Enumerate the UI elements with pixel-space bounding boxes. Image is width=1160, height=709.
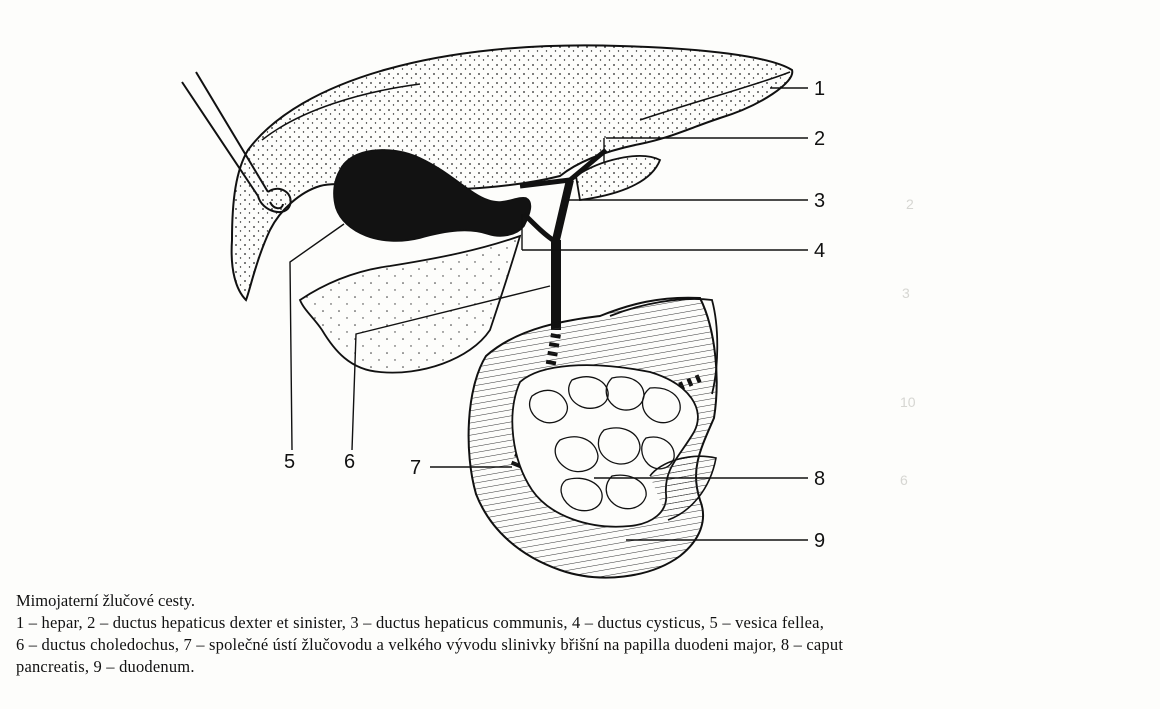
label-1: 1 bbox=[814, 78, 825, 100]
caption-line-3: pancreatis, 9 – duodenum. bbox=[16, 656, 1146, 678]
caption-line-2: 6 – ductus choledochus, 7 – společné úst… bbox=[16, 634, 1146, 656]
label-8: 8 bbox=[814, 468, 825, 490]
label-6: 6 bbox=[344, 451, 355, 473]
label-2: 2 bbox=[814, 128, 825, 150]
label-5: 5 bbox=[284, 451, 295, 473]
caption-line-1: 1 – hepar, 2 – ductus hepaticus dexter e… bbox=[16, 612, 1146, 634]
label-9: 9 bbox=[814, 530, 825, 552]
label-7: 7 bbox=[410, 457, 421, 479]
label-4: 4 bbox=[814, 240, 825, 262]
label-3: 3 bbox=[814, 190, 825, 212]
biliary-tract-illustration: 1 2 3 4 5 6 7 8 9 bbox=[0, 0, 1160, 590]
caption-title: Mimojaterní žlučové cesty. bbox=[16, 590, 1146, 612]
duodenum-and-pancreas bbox=[469, 298, 718, 578]
figure-caption: Mimojaterní žlučové cesty. 1 – hepar, 2 … bbox=[16, 590, 1146, 678]
